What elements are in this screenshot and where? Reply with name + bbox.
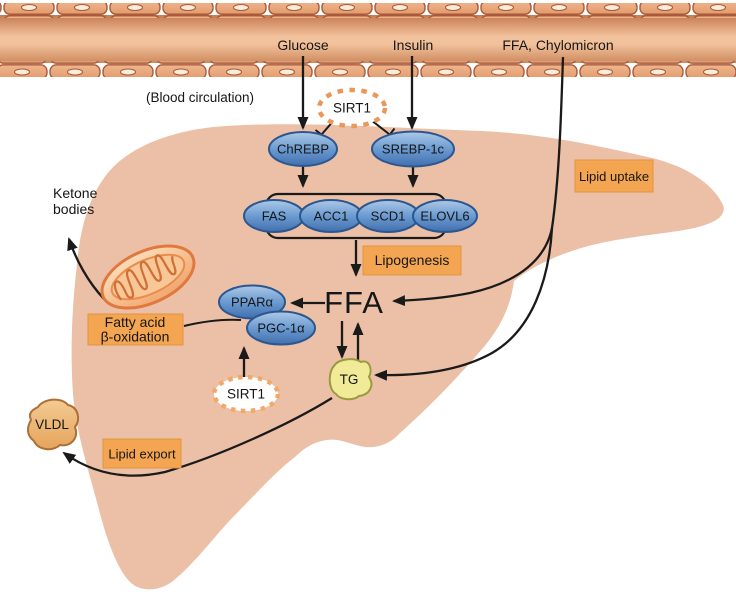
ffa-chylomicron-line	[550, 56, 565, 229]
mitochondrion-illustration	[100, 244, 196, 310]
lipogenesis-box	[362, 245, 462, 276]
pgc1a-label: PGC-1α	[257, 321, 305, 336]
lipid-uptake-label: Lipid uptake	[579, 169, 649, 184]
sirt1-top-node	[316, 87, 388, 129]
fatty-acid-oxidation-line1: Fatty acid	[105, 314, 166, 330]
elovl6-label: ELOVL6	[420, 209, 469, 224]
sirt1-bottom-node	[211, 374, 281, 414]
mitochondrion-cristae	[113, 254, 177, 301]
pgc1a-node	[246, 310, 316, 346]
insulin-label: Insulin	[393, 37, 433, 53]
liver-shape	[71, 124, 724, 590]
blood-vessel	[0, 3, 736, 77]
ffa-label: FFA	[324, 285, 384, 320]
ketone-bodies-line1: Ketone	[53, 185, 98, 201]
lipid-uptake-to-tg-arrow	[374, 227, 554, 381]
vessel-lumen	[0, 15, 736, 63]
fatty-acid-oxidation-line2: β-oxidation	[101, 329, 170, 345]
lipid-uptake-box	[574, 159, 654, 193]
vldl-label: VLDL	[35, 417, 69, 432]
lipogenesis-label: Lipogenesis	[375, 252, 450, 268]
glucose-label: Glucose	[277, 37, 329, 53]
tg-label: TG	[340, 372, 359, 387]
sirt1-top-label: SIRT1	[333, 101, 371, 116]
lipid-uptake-to-ffa-arrow	[392, 227, 554, 307]
chrebp-node	[268, 131, 338, 167]
sirt1-bottom-label: SIRT1	[227, 387, 265, 402]
fatty-acid-oxidation-box	[87, 313, 184, 346]
ppara-label: PPARα	[231, 295, 273, 310]
srebp1c-label: SREBP-1c	[382, 142, 445, 157]
acc1-label: ACC1	[314, 209, 349, 224]
scd1-label: SCD1	[371, 209, 406, 224]
chrebp-label: ChREBP	[277, 142, 329, 157]
srebp1c-node	[371, 130, 455, 168]
ffa-chylomicron-label: FFA, Chylomicron	[502, 37, 613, 53]
elovl6-node	[412, 199, 478, 233]
tg-node	[328, 358, 373, 401]
lipid-export-label: Lipid export	[108, 447, 176, 462]
lipid-export-box	[102, 438, 182, 469]
fas-label: FAS	[262, 209, 287, 224]
vessel-wall-top	[0, 3, 736, 18]
protein-nodes: ChREBP SREBP-1c FAS ACC1 SCD1 ELOVL6 PPA…	[218, 130, 478, 346]
oxidation-to-ketone-arrow	[67, 237, 105, 300]
tg-to-vldl-export-arrow	[62, 397, 333, 477]
blood-circulation-caption: (Blood circulation)	[146, 90, 254, 105]
vessel-wall-bottom	[0, 61, 736, 77]
process-labels: Lipogenesis Lipid uptake Fatty acid β-ox…	[87, 159, 654, 469]
sirt1-inhibits-srebp1c-line	[370, 119, 390, 135]
ketone-bodies-line2: bodies	[53, 201, 94, 217]
oxidation-to-ppara-line	[183, 318, 242, 327]
vldl-node	[27, 398, 80, 451]
